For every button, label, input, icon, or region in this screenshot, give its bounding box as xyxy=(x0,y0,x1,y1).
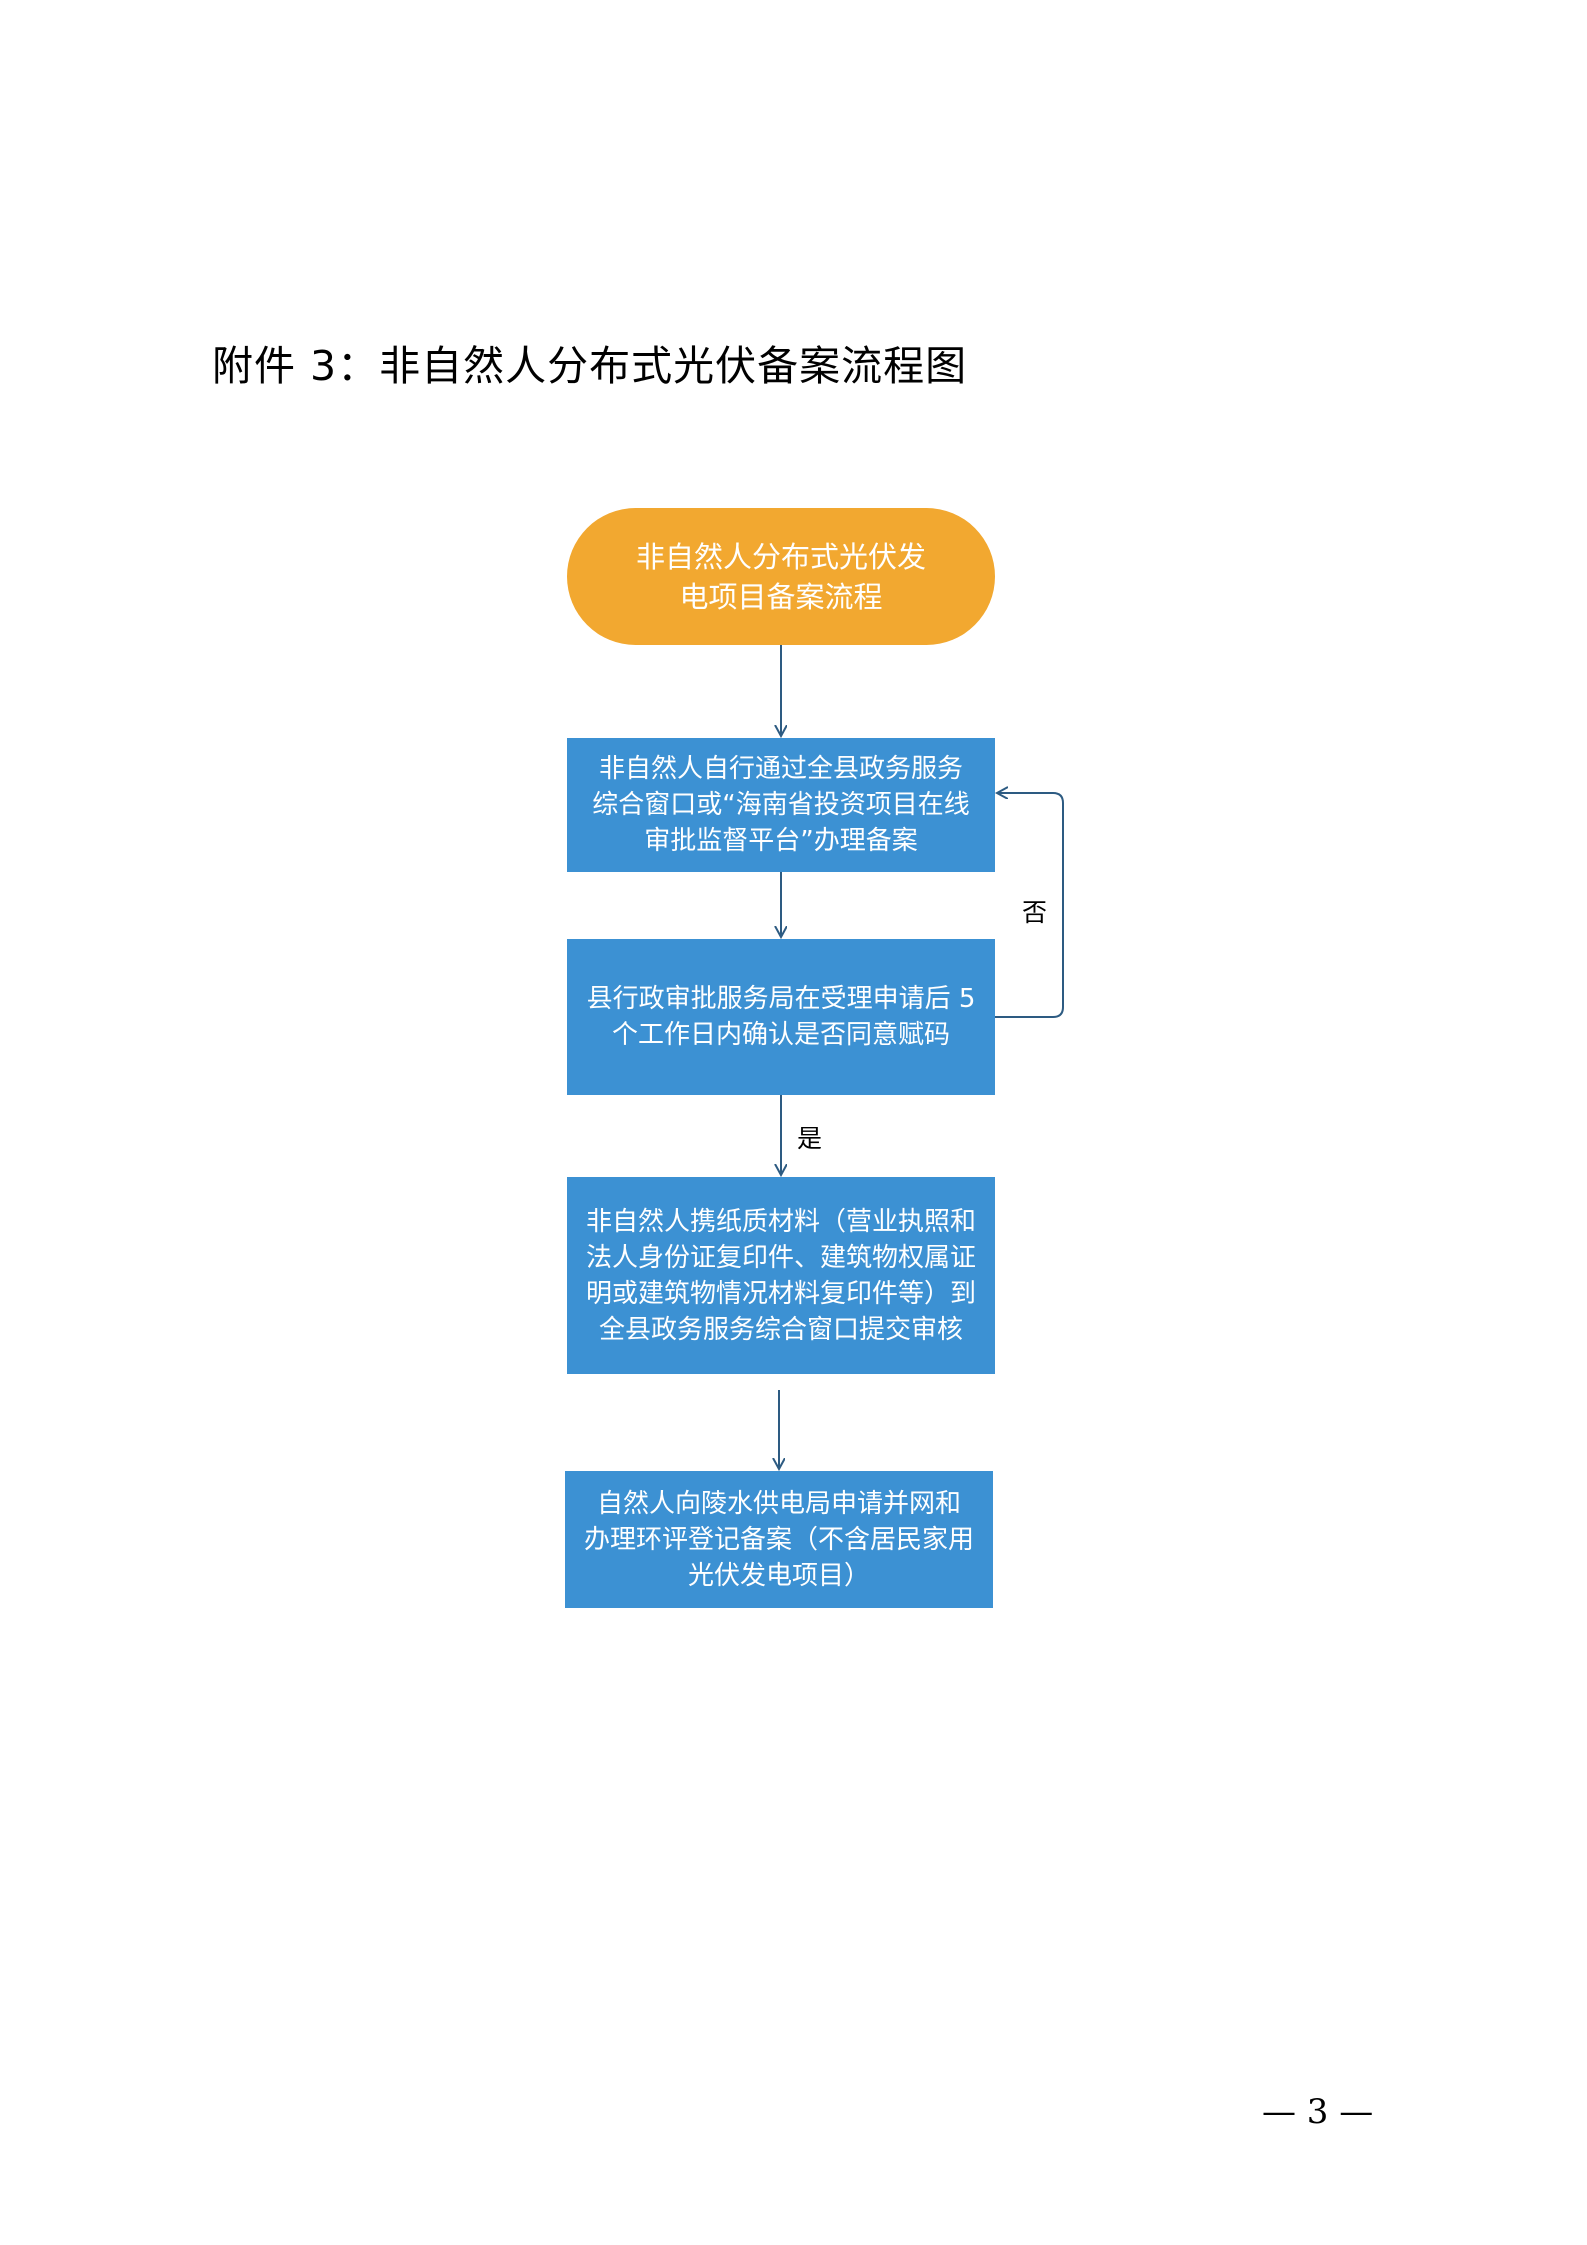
label-yes: 是 xyxy=(797,1124,823,1153)
start-node: 非自然人分布式光伏发 电项目备案流程 xyxy=(567,508,995,645)
step-grid-connection: 自然人向陵水供电局申请并网和 办理环评登记备案（不含居民家用 光伏发电项目） xyxy=(565,1471,993,1608)
page-number: — 3 — xyxy=(1262,2092,1374,2132)
step-approval-confirm: 县行政审批服务局在受理申请后 5 个工作日内确认是否同意赋码 xyxy=(567,939,995,1095)
step-submit-materials-text: 非自然人携纸质材料（营业执照和 法人身份证复印件、建筑物权属证 明或建筑物情况材… xyxy=(585,1206,976,1345)
page-title: 附件 3：非自然人分布式光伏备案流程图 xyxy=(212,342,968,390)
step-approval-confirm-text: 县行政审批服务局在受理申请后 5 个工作日内确认是否同意赋码 xyxy=(586,984,976,1050)
label-no: 否 xyxy=(1022,898,1048,927)
start-node-text: 非自然人分布式光伏发 电项目备案流程 xyxy=(635,539,926,614)
step-grid-connection-text: 自然人向陵水供电局申请并网和 办理环评登记备案（不含居民家用 光伏发电项目） xyxy=(583,1488,974,1591)
step-submit-materials: 非自然人携纸质材料（营业执照和 法人身份证复印件、建筑物权属证 明或建筑物情况材… xyxy=(567,1177,995,1374)
step-online-filing: 非自然人自行通过全县政务服务 综合窗口或“海南省投资项目在线 审批监督平台”办理… xyxy=(567,738,995,872)
step-online-filing-text: 非自然人自行通过全县政务服务 综合窗口或“海南省投资项目在线 审批监督平台”办理… xyxy=(592,754,970,856)
